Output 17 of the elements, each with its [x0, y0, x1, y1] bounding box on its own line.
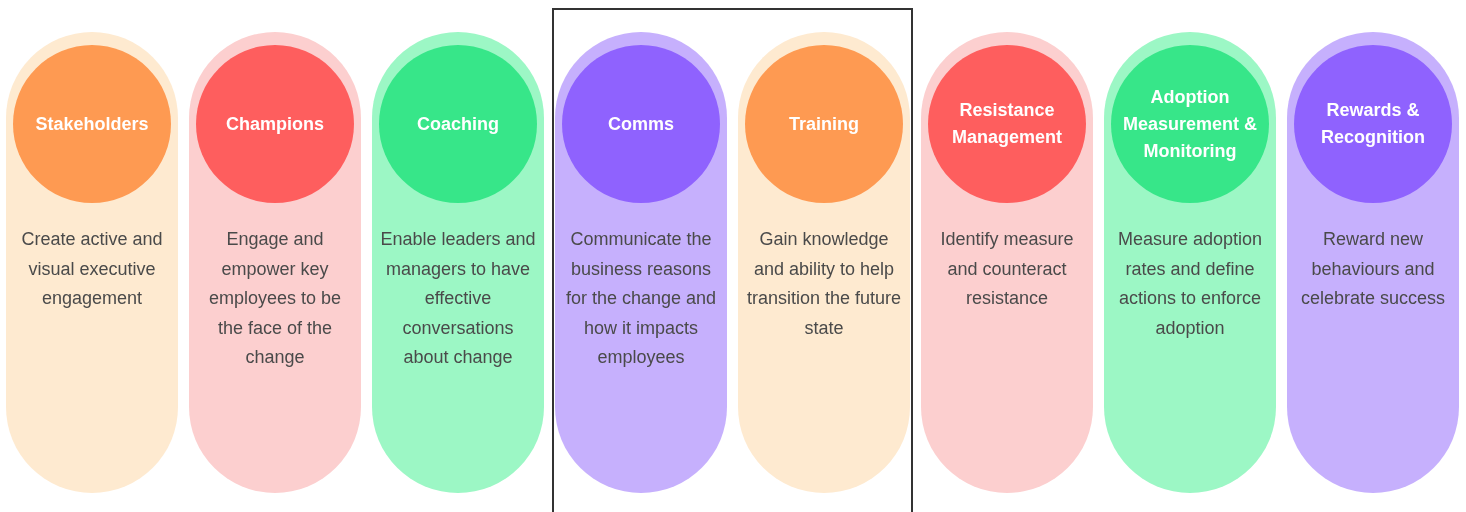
heading-text: Coaching [417, 112, 499, 136]
heading-text: Comms [608, 112, 674, 136]
highlight-frame [552, 8, 913, 512]
heading-text: Rewards & Recognition [1320, 99, 1426, 149]
heading-text: Adoption Measurement & Monitoring [1121, 85, 1258, 163]
description-text: Gain knowledge and ability to help transition the future state [746, 228, 902, 340]
description-text: Measure adoption rates and define actions to enforce adoption [1116, 228, 1264, 340]
description-text: Create active and visual executive engagement [20, 228, 164, 310]
description-text: Communicate the business reasons for the change and how it impacts employees [564, 228, 718, 369]
heading-text: Training [789, 112, 859, 136]
description-text: Reward new behaviours and celebrate success [1299, 228, 1447, 310]
description-text: Identify measure and counteract resistance [939, 228, 1075, 310]
heading-text: Champions [226, 112, 324, 136]
description-text: Enable leaders and managers to have effective conversations about change [380, 228, 536, 369]
heading-text: Stakeholders [35, 112, 149, 136]
heading-text: Resistance Management [951, 99, 1063, 149]
description-text: Engage and empower key employees to be the face of the change [207, 228, 343, 369]
